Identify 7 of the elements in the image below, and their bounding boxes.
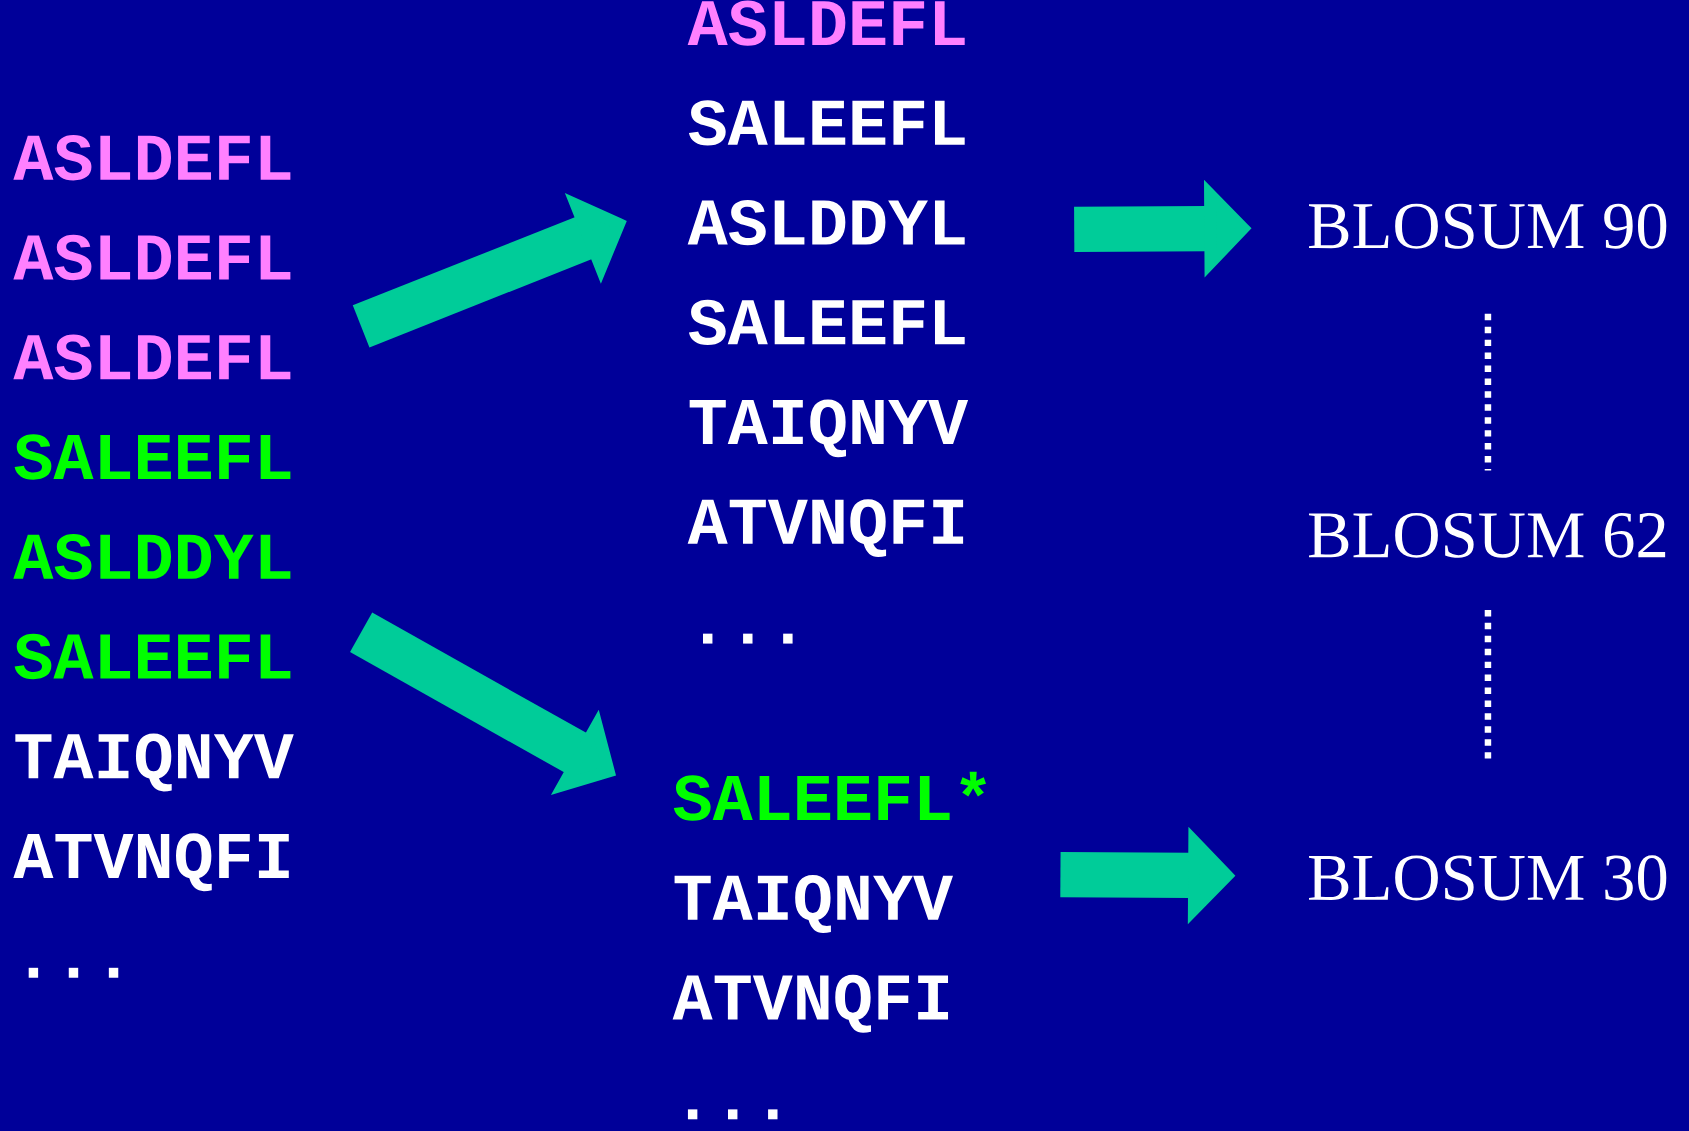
matrix-label: BLOSUM 30: [1309, 855, 1667, 901]
sequence-list: ASLDEFL ASLDEFL ASLDEFL SALEEFL ASLDDYL SALEEFL TAIQNYV ATVNQFI ...: [13, 135, 294, 978]
sequence-list: ASLDEFL SALEEFL ASLDDYL SALEEFL TAIQNYV ATVNQFI ...: [687, 0, 969, 644]
matrix-label: BLOSUM 90: [1309, 203, 1667, 249]
matrix-label: BLOSUM 62: [1309, 512, 1666, 558]
dotted-line: [1484, 313, 1492, 471]
sequence-list: SALEEFL* TAIQNYV ATVNQFI ...: [672, 771, 986, 1120]
